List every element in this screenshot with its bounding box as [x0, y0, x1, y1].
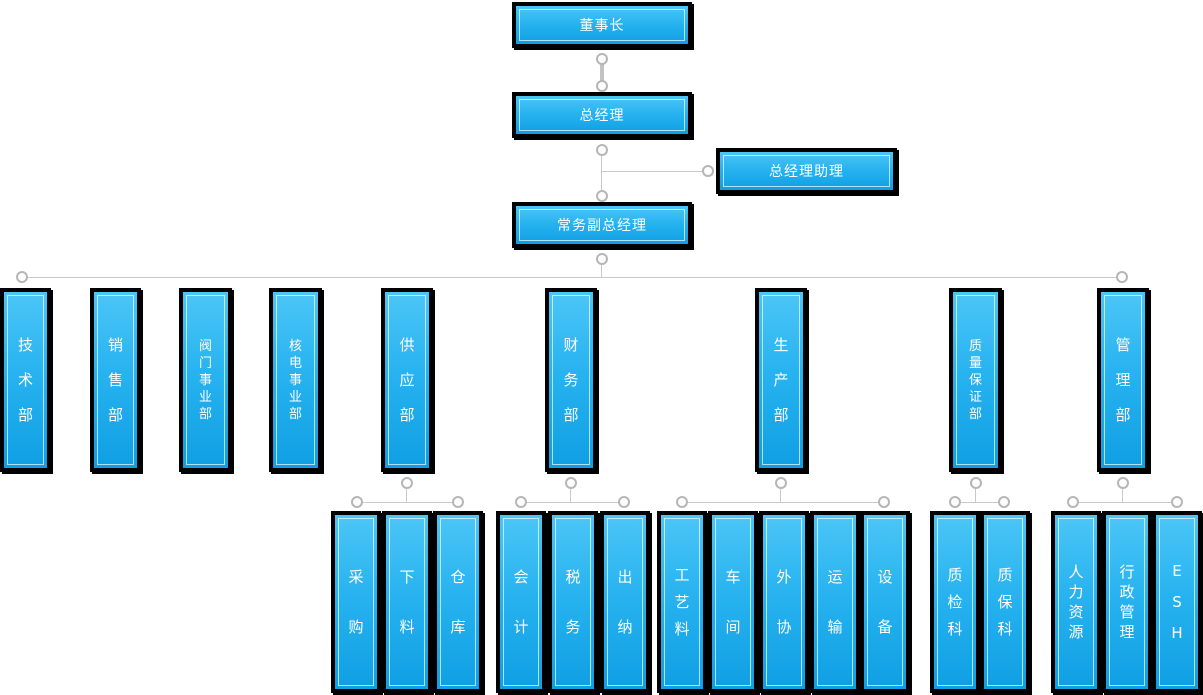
org-node-sub-cashier: 出纳 — [600, 511, 650, 693]
sub-workshop-label: 车间 — [725, 567, 741, 636]
connector-dot — [618, 496, 630, 508]
connector-dot — [16, 271, 28, 283]
connector-finance-rail — [527, 502, 618, 503]
deputy-gm-label: 常务副总经理 — [557, 218, 647, 234]
org-node-dept-nuclear-division: 核电事业部 — [269, 288, 322, 472]
org-node-sub-administration: 行政管理 — [1102, 511, 1152, 693]
sub-process-material-label: 工艺料 — [674, 565, 690, 638]
org-node-sub-procurement: 采购 — [331, 511, 381, 693]
sub-administration-label: 行政管理 — [1119, 562, 1135, 641]
sub-quality-inspection-label: 质检科 — [947, 565, 963, 638]
connector-gm-deputy-line — [601, 155, 602, 191]
connector-dot — [878, 496, 890, 508]
org-node-dept-management: 管理部 — [1097, 288, 1149, 472]
org-node-dept-valve-division: 阀门事业部 — [179, 288, 232, 472]
connector-dot — [775, 477, 787, 489]
connector-dot — [596, 144, 608, 156]
sub-transport-label: 运输 — [827, 567, 843, 636]
connector-management-stub — [1122, 489, 1123, 502]
connector-deputy-rail-stub — [601, 265, 602, 277]
org-node-sub-quality-inspection: 质检科 — [930, 511, 980, 693]
dept-nuclear-division-label: 核电事业部 — [288, 338, 302, 422]
sub-equipment-label: 设备 — [877, 567, 893, 636]
connector-dot — [702, 165, 714, 177]
sub-procurement-label: 采购 — [348, 567, 364, 636]
connector-dot — [596, 190, 608, 202]
connector-dot — [949, 496, 961, 508]
org-node-dept-quality-assurance: 质量保证部 — [949, 288, 1002, 472]
connector-dot — [1171, 496, 1183, 508]
org-node-dept-supply: 供应部 — [381, 288, 433, 472]
connector-dot — [676, 496, 688, 508]
org-node-sub-tax: 税务 — [548, 511, 598, 693]
org-node-sub-accounting: 会计 — [496, 511, 546, 693]
dept-finance-label: 财务部 — [563, 335, 579, 424]
connector-finance-stub — [570, 489, 571, 502]
sub-tax-label: 税务 — [565, 567, 581, 636]
connector-dot — [515, 496, 527, 508]
connector-production-stub — [780, 489, 781, 502]
org-node-dept-tech: 技术部 — [0, 288, 51, 472]
connector-chairman-gm-line — [600, 62, 604, 84]
dept-management-label: 管理部 — [1115, 335, 1131, 424]
sub-cutting-label: 下料 — [399, 567, 415, 636]
org-node-sub-equipment: 设备 — [860, 511, 910, 693]
org-node-general-manager: 总经理 — [512, 92, 692, 138]
connector-dot — [596, 80, 608, 92]
dept-quality-assurance-label: 质量保证部 — [968, 338, 982, 422]
general-manager-label: 总经理 — [579, 108, 625, 124]
dept-production-label: 生产部 — [773, 335, 789, 424]
dept-supply-label: 供应部 — [399, 335, 415, 424]
org-node-sub-quality-control: 质保科 — [980, 511, 1030, 693]
org-node-sub-warehouse: 仓库 — [433, 511, 483, 693]
sub-cashier-label: 出纳 — [617, 567, 633, 636]
connector-departments-rail — [28, 277, 1116, 278]
connector-dot — [596, 253, 608, 265]
connector-dot — [401, 477, 413, 489]
connector-supply-stub — [406, 489, 407, 502]
org-node-sub-workshop: 车间 — [708, 511, 758, 693]
connector-dot — [565, 477, 577, 489]
sub-warehouse-label: 仓库 — [450, 567, 466, 636]
sub-accounting-label: 会计 — [513, 567, 529, 636]
dept-tech-label: 技术部 — [17, 335, 33, 424]
connector-dot — [1067, 496, 1079, 508]
connector-dot — [351, 496, 363, 508]
sub-outsourcing-label: 外协 — [776, 567, 792, 636]
gm-assistant-label: 总经理助理 — [769, 164, 844, 180]
org-node-chairman: 董事长 — [512, 2, 692, 48]
connector-dot — [596, 53, 608, 65]
connector-management-rail — [1079, 502, 1171, 503]
org-node-deputy-gm: 常务副总经理 — [512, 202, 692, 248]
dept-valve-division-label: 阀门事业部 — [198, 338, 212, 422]
connector-production-rail — [688, 502, 878, 503]
connector-dot — [1116, 271, 1128, 283]
connector-dot — [998, 496, 1010, 508]
connector-gm-assistant-line — [602, 171, 702, 172]
org-node-sub-transport: 运输 — [810, 511, 860, 693]
org-node-dept-sales: 销售部 — [90, 288, 141, 472]
org-node-sub-human-resources: 人力资源 — [1051, 511, 1101, 693]
connector-dot — [452, 496, 464, 508]
org-node-gm-assistant: 总经理助理 — [716, 148, 897, 194]
connector-dot — [1117, 477, 1129, 489]
connector-dot — [970, 477, 982, 489]
org-node-dept-finance: 财务部 — [545, 288, 597, 472]
org-node-sub-outsourcing: 外协 — [759, 511, 809, 693]
org-node-sub-cutting: 下料 — [382, 511, 432, 693]
org-node-sub-process-material: 工艺料 — [657, 511, 707, 693]
dept-sales-label: 销售部 — [107, 335, 123, 424]
chairman-label: 董事长 — [579, 18, 625, 34]
connector-supply-rail — [363, 502, 452, 503]
connector-qa-stub — [975, 489, 976, 502]
sub-quality-control-label: 质保科 — [997, 565, 1013, 638]
sub-human-resources-label: 人力资源 — [1068, 562, 1084, 641]
connector-qa-rail — [961, 502, 998, 503]
org-node-dept-production: 生产部 — [755, 288, 807, 472]
